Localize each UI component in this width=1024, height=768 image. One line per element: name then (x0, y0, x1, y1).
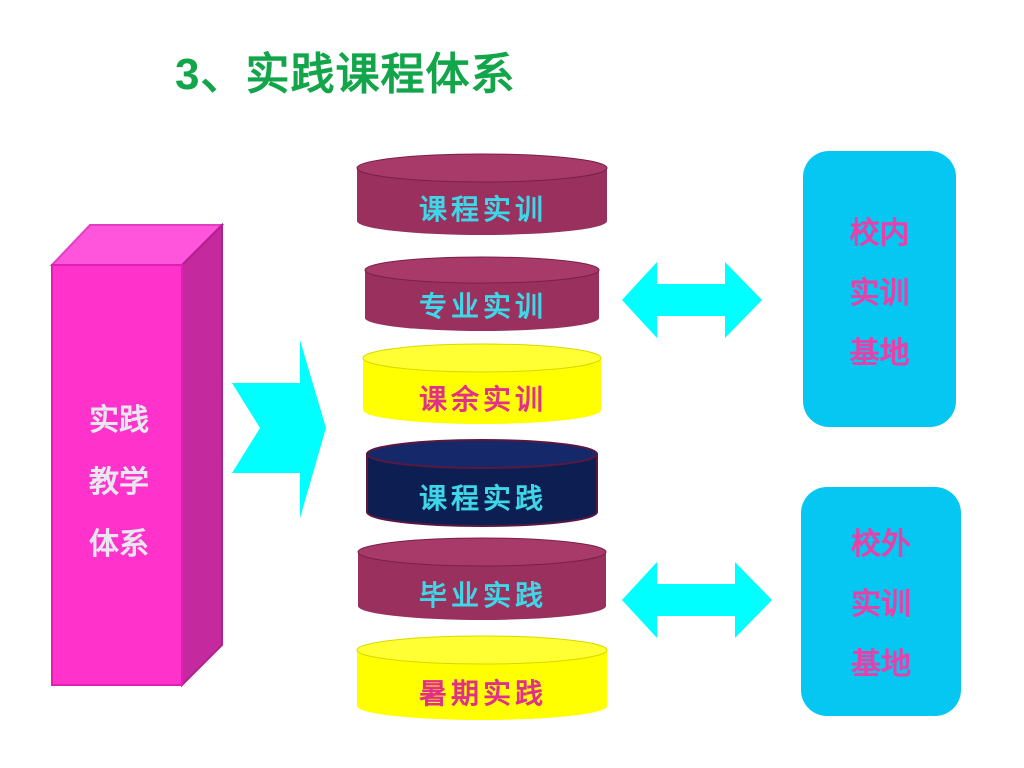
chevron-arrow-icon (232, 340, 326, 518)
system-block-side (181, 222, 223, 688)
course-label: 课程实践 (418, 482, 547, 515)
course-pill-5 (357, 537, 607, 620)
course-label: 课余实训 (418, 383, 547, 416)
course-label: 课程实训 (418, 193, 547, 226)
base-line: 校内 (849, 216, 910, 251)
double-arrow-icon-upper (622, 262, 762, 338)
course-pill-1 (356, 153, 608, 235)
system-block-line: 体系 (89, 527, 149, 562)
course-pill-4 (366, 439, 598, 527)
course-stack (356, 153, 608, 720)
page-title: 3、实践课程体系 (175, 50, 516, 99)
external-training-base-label: 校外 实训 基地 (801, 515, 961, 695)
internal-training-base-label: 校内 实训 基地 (803, 204, 956, 384)
base-line: 基地 (849, 336, 910, 371)
course-label: 专业实训 (418, 290, 547, 323)
base-line: 实训 (849, 276, 910, 311)
system-block-front (51, 264, 183, 686)
course-label: 毕业实践 (418, 579, 547, 612)
course-pill-6 (356, 635, 608, 720)
system-block-line: 教学 (89, 465, 149, 500)
system-block-line: 实践 (89, 403, 149, 438)
base-line: 基地 (851, 647, 911, 682)
course-label: 暑期实践 (418, 677, 547, 710)
base-line: 校外 (851, 527, 911, 562)
base-line: 实训 (851, 587, 911, 622)
system-block (49, 222, 225, 688)
course-pill-2 (364, 256, 600, 331)
internal-training-base-box (803, 151, 956, 427)
system-block-label: 实践 教学 体系 (56, 390, 182, 576)
course-pill-3 (362, 343, 602, 424)
external-training-base-box (801, 487, 961, 716)
double-arrow-icon-lower (622, 562, 772, 638)
